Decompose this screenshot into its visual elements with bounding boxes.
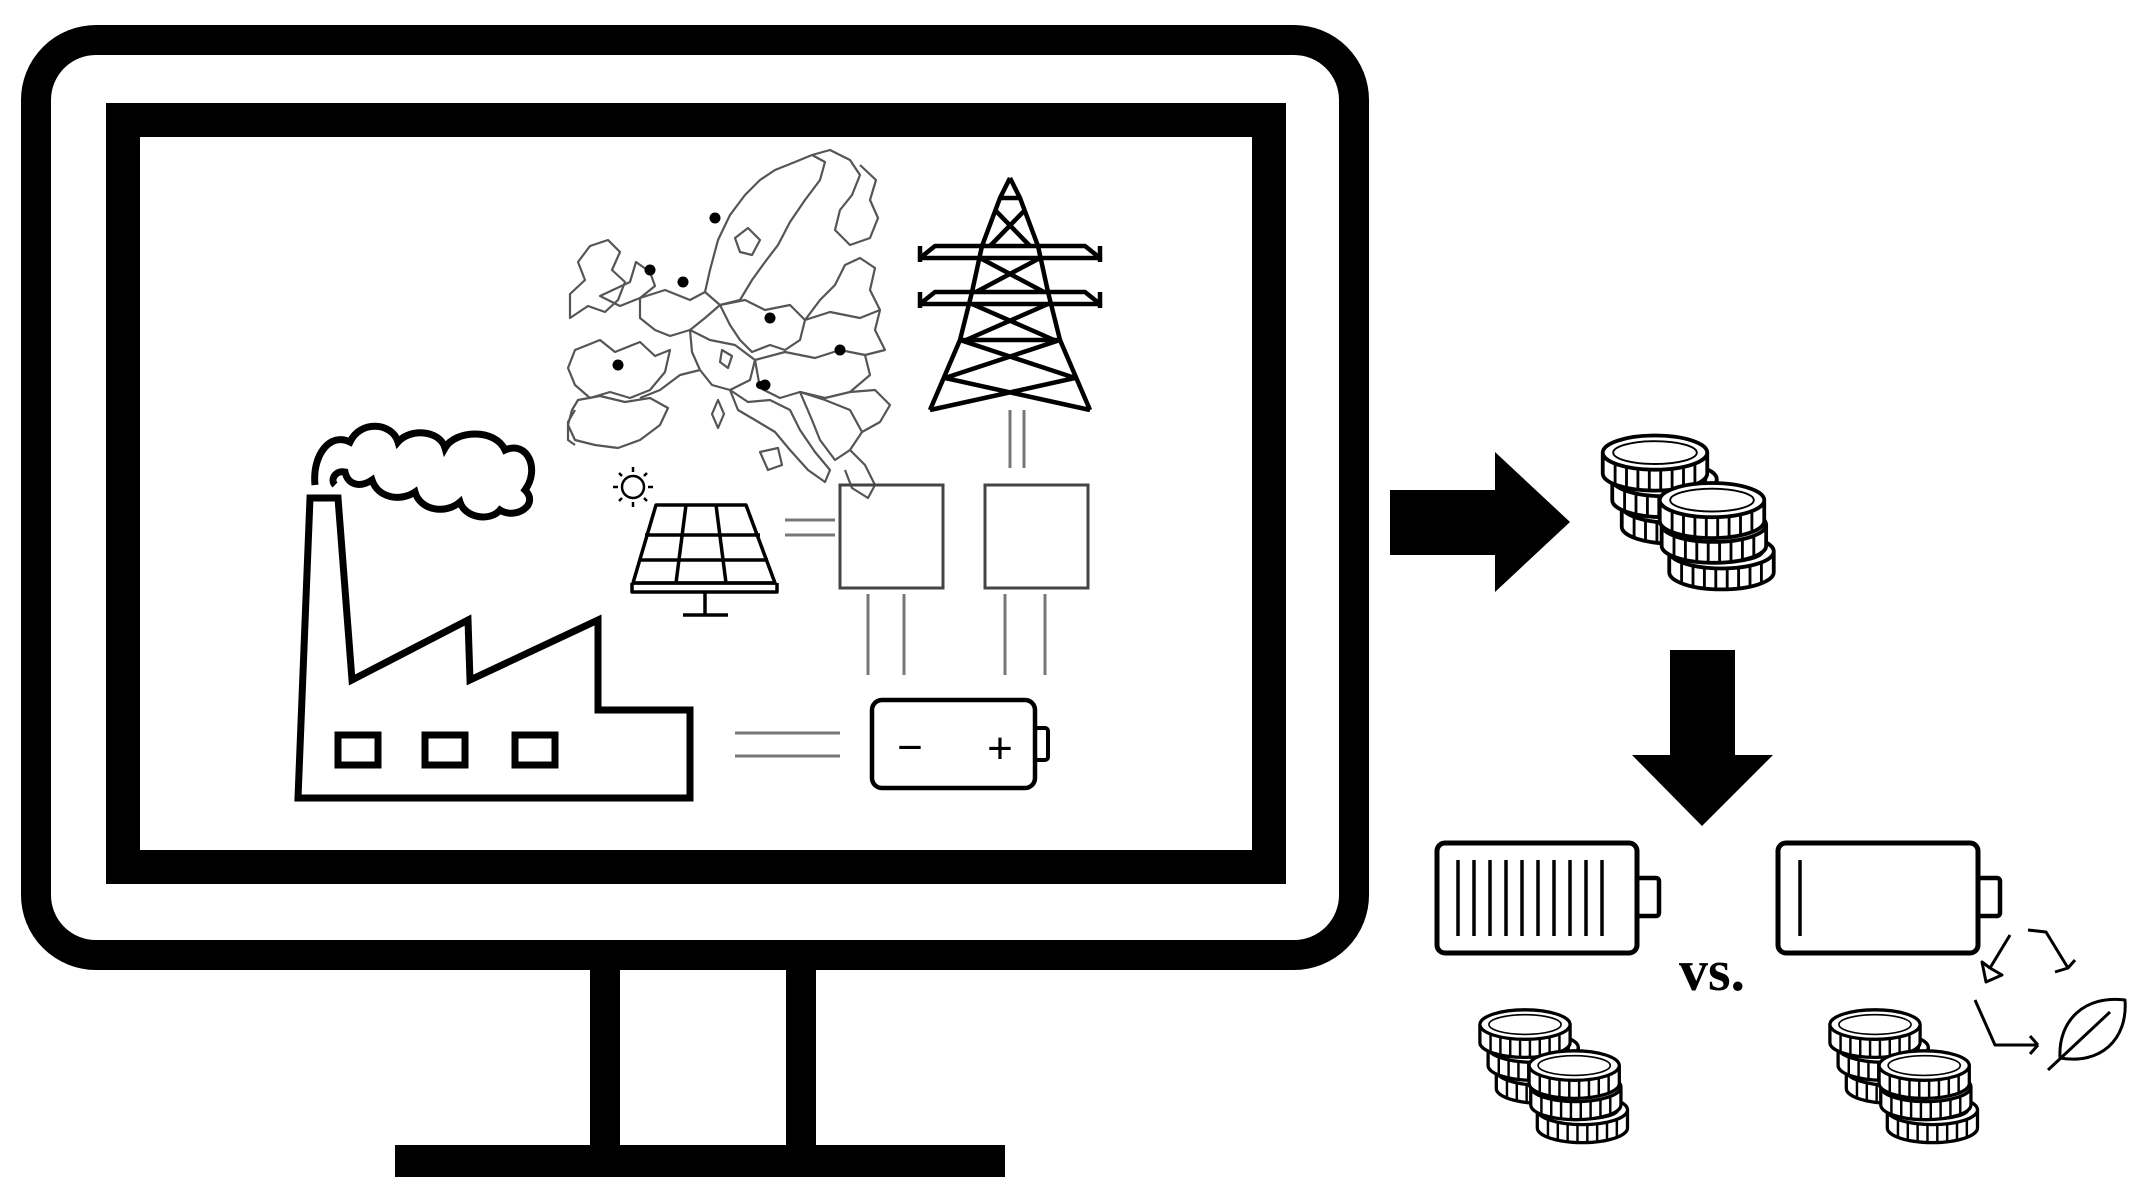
battery-full-icon	[1434, 840, 1662, 956]
battery-low-icon	[1775, 840, 2003, 956]
sun-icon	[613, 467, 653, 507]
battery-minus-sign: −	[897, 723, 923, 772]
transmission-tower-icon	[917, 176, 1103, 413]
factory-icon	[294, 422, 694, 802]
monitor-icon	[21, 25, 1369, 1177]
grid-node-box	[983, 483, 1090, 590]
solar-panel-icon	[630, 503, 779, 617]
coins-icon	[1603, 436, 1774, 590]
arrow-right-icon	[1390, 452, 1570, 592]
battery-icon: − +	[869, 697, 1050, 791]
battery-plus-sign: +	[987, 724, 1013, 773]
arrow-down-icon	[1632, 650, 1773, 826]
europe-map-icon	[566, 148, 892, 500]
coins-icon	[1480, 1010, 1628, 1143]
coins-icon	[1830, 1010, 1978, 1143]
grid-node-box	[838, 483, 945, 590]
node-boxes	[838, 483, 1090, 590]
network-connections	[735, 410, 1047, 758]
recycle-leaf-icon	[1973, 928, 2127, 1072]
vs-label: vs.	[1679, 938, 1745, 1003]
